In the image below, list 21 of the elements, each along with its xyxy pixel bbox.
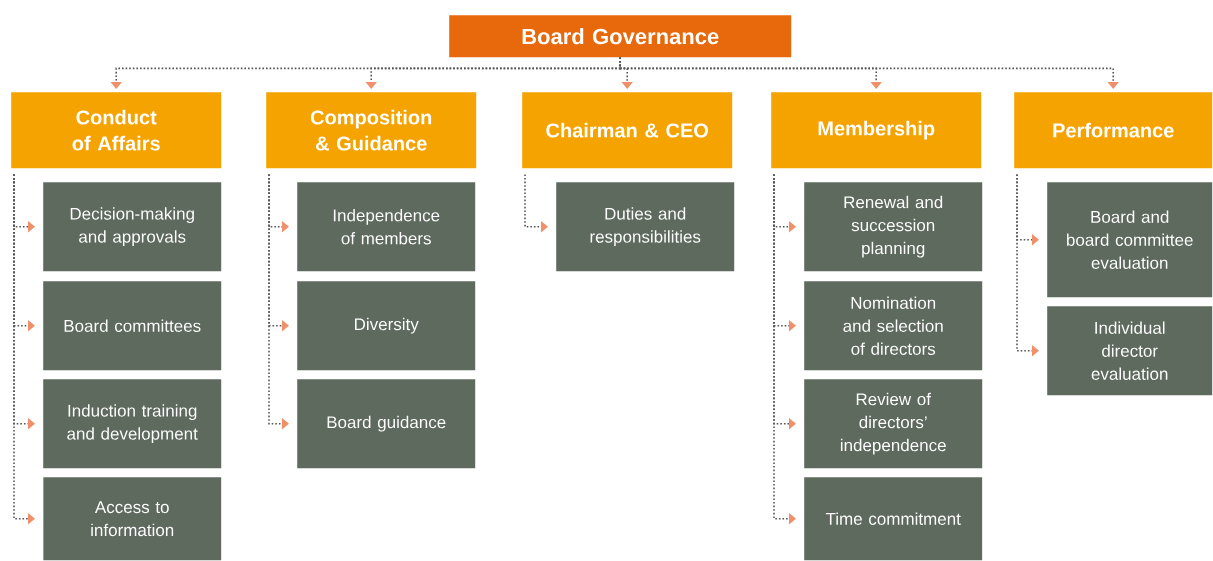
category-box: Chairman & CEO bbox=[522, 92, 733, 169]
topic-box: Induction training and development bbox=[43, 379, 222, 469]
topic-box: Board and board committee evaluation bbox=[1047, 182, 1213, 298]
topic-box: Duties and responsibilities bbox=[556, 182, 735, 272]
title-box: Board Governance bbox=[449, 15, 792, 58]
category-box: Performance bbox=[1014, 92, 1213, 169]
topic-box: Nomination and selection of directors bbox=[804, 281, 983, 371]
topic-box: Individual director evaluation bbox=[1047, 306, 1213, 396]
topic-box: Board guidance bbox=[297, 379, 476, 469]
topic-box: Review of directors’ independence bbox=[804, 379, 983, 469]
topic-box: Access to information bbox=[43, 477, 222, 561]
category-box: Composition & Guidance bbox=[266, 92, 477, 169]
topic-box: Diversity bbox=[297, 281, 476, 371]
category-box: Membership bbox=[771, 92, 982, 169]
category-box: Conduct of Affairs bbox=[11, 92, 222, 169]
connector-arrow bbox=[619, 56, 1119, 89]
topic-box: Independence of members bbox=[297, 182, 476, 272]
topic-box: Renewal and succession planning bbox=[804, 182, 983, 272]
topic-box: Time commitment bbox=[804, 477, 983, 561]
topic-box: Board committees bbox=[43, 281, 222, 371]
topic-box: Decision-making and approvals bbox=[43, 182, 222, 272]
